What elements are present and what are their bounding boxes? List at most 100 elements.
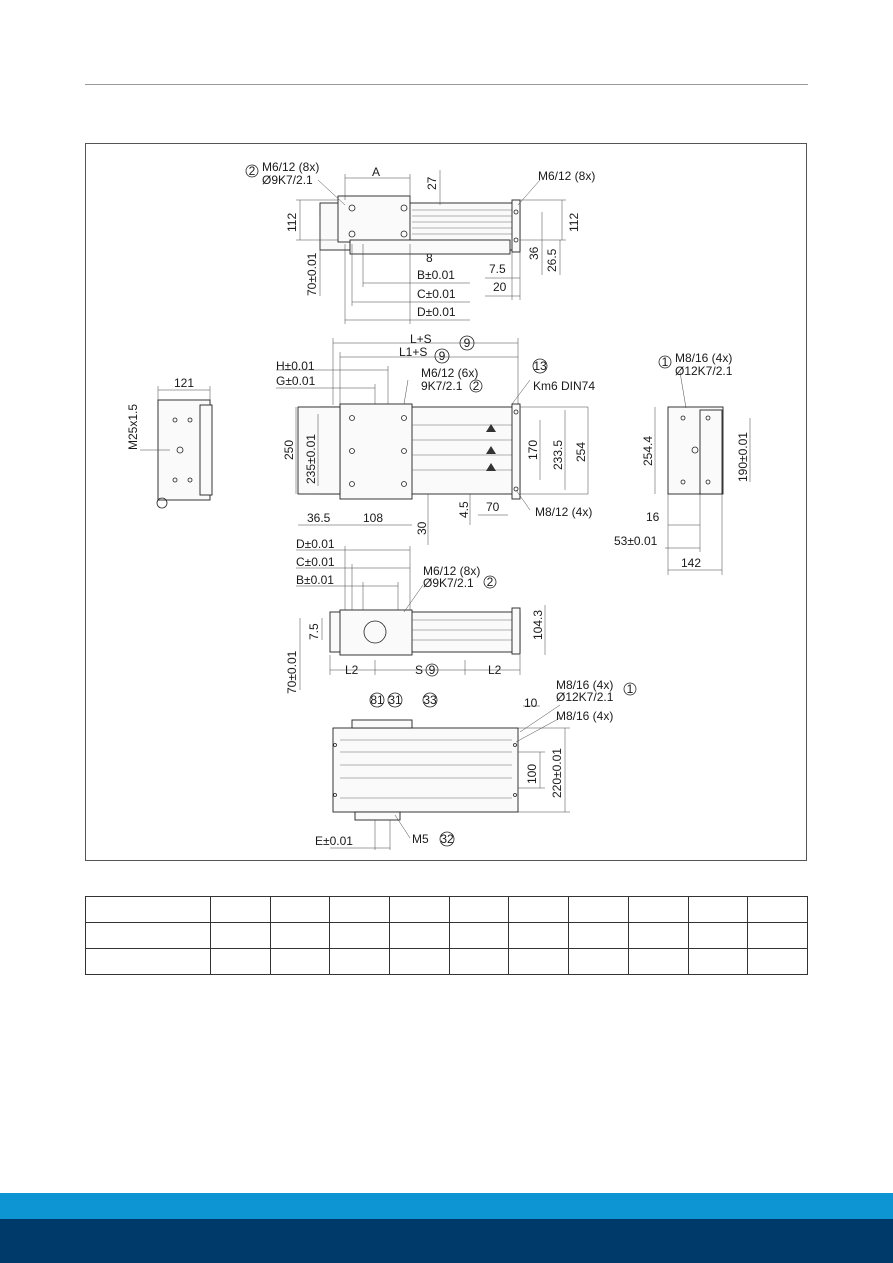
- table-cell: [627, 948, 689, 975]
- middle-view: 9 9 L+S L1+S H±0.01 G±0.01: [276, 332, 595, 545]
- ref-31: 31: [388, 693, 402, 707]
- table-cell: [210, 896, 271, 923]
- right-callout-line2: Ø12K7/2.1: [675, 364, 733, 378]
- dim-ls: L+S: [410, 332, 432, 346]
- mid-callout-line1: M6/12 (6x): [421, 366, 478, 380]
- dim-s: S: [415, 663, 423, 677]
- dim-d-lower: D±0.01: [296, 537, 335, 551]
- footer-band-light: [0, 1193, 893, 1219]
- dim-c-top: C±0.01: [417, 287, 456, 301]
- table-cell: [389, 922, 450, 949]
- dim-4-5: 4.5: [457, 501, 471, 518]
- dim-27: 27: [425, 176, 439, 190]
- top-right-callout: M6/12 (8x): [538, 169, 595, 183]
- dim-30: 30: [415, 521, 429, 535]
- dim-l1s: L1+S: [399, 345, 427, 359]
- dim-112-right: 112: [567, 213, 581, 232]
- callout-m5-ref: 32: [440, 832, 454, 846]
- table-cell: [687, 922, 749, 949]
- dim-254: 254: [574, 442, 588, 462]
- table-cell: [687, 896, 749, 923]
- table-row: [85, 948, 808, 975]
- dim-36: 36: [527, 246, 541, 260]
- dim-7-5-top: 7.5: [489, 262, 506, 276]
- ref-33: 33: [423, 693, 437, 707]
- table-cell: [747, 922, 808, 949]
- dim-36-5: 36.5: [307, 511, 331, 525]
- dim-l2-right: L2: [488, 663, 502, 677]
- dim-235: 235±0.01: [304, 434, 318, 484]
- dim-m25: M25x1.5: [126, 404, 140, 450]
- dim-121: 121: [174, 376, 194, 390]
- dim-100: 100: [525, 764, 539, 784]
- dim-16: 16: [646, 510, 660, 524]
- table-cell: [568, 896, 629, 923]
- table-cell: [329, 896, 391, 923]
- dim-220: 220±0.01: [550, 748, 564, 798]
- dim-b-top: B±0.01: [417, 268, 455, 282]
- ref-9-ls: 9: [464, 336, 471, 350]
- dim-26-5: 26.5: [545, 248, 559, 272]
- dim-190: 190±0.01: [736, 432, 750, 482]
- table-cell: [269, 896, 331, 923]
- table-cell: [389, 896, 450, 923]
- table-cell: [627, 922, 689, 949]
- right-callout-ref: 1: [662, 355, 669, 369]
- dim-g: G±0.01: [276, 374, 316, 388]
- dim-s-ref: 9: [429, 663, 436, 677]
- lower-callout-ref: 2: [487, 575, 494, 589]
- table-cell: [687, 948, 749, 975]
- bottom-callout-line2: Ø12K7/2.1: [556, 690, 614, 704]
- left-view: 121 M25x1.5: [126, 376, 213, 509]
- table-cell: [627, 896, 689, 923]
- table-cell: [568, 948, 629, 975]
- table-cell: [329, 948, 391, 975]
- dim-7-5-lower: 7.5: [307, 623, 321, 640]
- ref-81: 81: [370, 693, 384, 707]
- table-cell: [85, 948, 211, 975]
- bottom-view: 81 31 33 10 M8/16 (4x) Ø12K7/2.1 1 M8/16…: [315, 678, 637, 850]
- dim-70-top: 70±0.01: [305, 252, 319, 296]
- callout-m8-16: M8/16 (4x): [556, 709, 613, 723]
- table-cell: [389, 948, 450, 975]
- callout-km6: Km6 DIN74: [533, 379, 595, 393]
- table-cell: [85, 922, 211, 949]
- table-cell: [269, 922, 331, 949]
- dim-53: 53±0.01: [614, 534, 658, 548]
- table-row: [85, 896, 808, 923]
- dim-70b: 70: [486, 500, 500, 514]
- callout-m5: M5: [412, 832, 429, 846]
- bottom-callout-ref: 1: [627, 682, 634, 696]
- callout-m8-12: M8/12 (4x): [535, 505, 592, 519]
- footer-band-dark: [0, 1219, 893, 1263]
- dim-254-4: 254.4: [641, 436, 655, 466]
- right-callout-line1: M8/16 (4x): [675, 351, 732, 365]
- ref-9-l1s: 9: [439, 349, 446, 363]
- mid-callout-line2: 9K7/2.1: [421, 379, 463, 393]
- dim-10: 10: [524, 696, 538, 710]
- table-cell: [448, 948, 510, 975]
- table-cell: [448, 922, 510, 949]
- technical-drawing: 2 M6/12 (8x) Ø9K7/2.1 A 27 M6/12 (8x) 11…: [126, 160, 751, 850]
- table-cell: [747, 948, 808, 975]
- table-row: [85, 922, 808, 949]
- dim-h: H±0.01: [276, 359, 315, 373]
- table-cell: [568, 922, 629, 949]
- table-cell: [269, 948, 331, 975]
- lower-view: D±0.01 C±0.01 B±0.01 M6/12 (8x) Ø9K7/2.1…: [285, 537, 546, 694]
- top-callout-ref: 2: [249, 164, 256, 178]
- table-cell: [85, 896, 211, 923]
- dim-112-left: 112: [285, 213, 299, 232]
- header-rule: [85, 84, 808, 85]
- table-cell: [747, 896, 808, 923]
- dim-8: 8: [426, 251, 433, 265]
- top-callout-line1: M6/12 (8x): [262, 160, 319, 174]
- dim-d-top: D±0.01: [417, 305, 456, 319]
- dim-e: E±0.01: [315, 834, 353, 848]
- mid-callout-ref: 2: [473, 379, 480, 393]
- lower-callout-line1: M6/12 (8x): [423, 564, 480, 578]
- dim-c-lower: C±0.01: [296, 555, 335, 569]
- dim-l2-left: L2: [345, 663, 359, 677]
- dim-170: 170: [526, 440, 540, 460]
- callout-13: 13: [533, 359, 547, 373]
